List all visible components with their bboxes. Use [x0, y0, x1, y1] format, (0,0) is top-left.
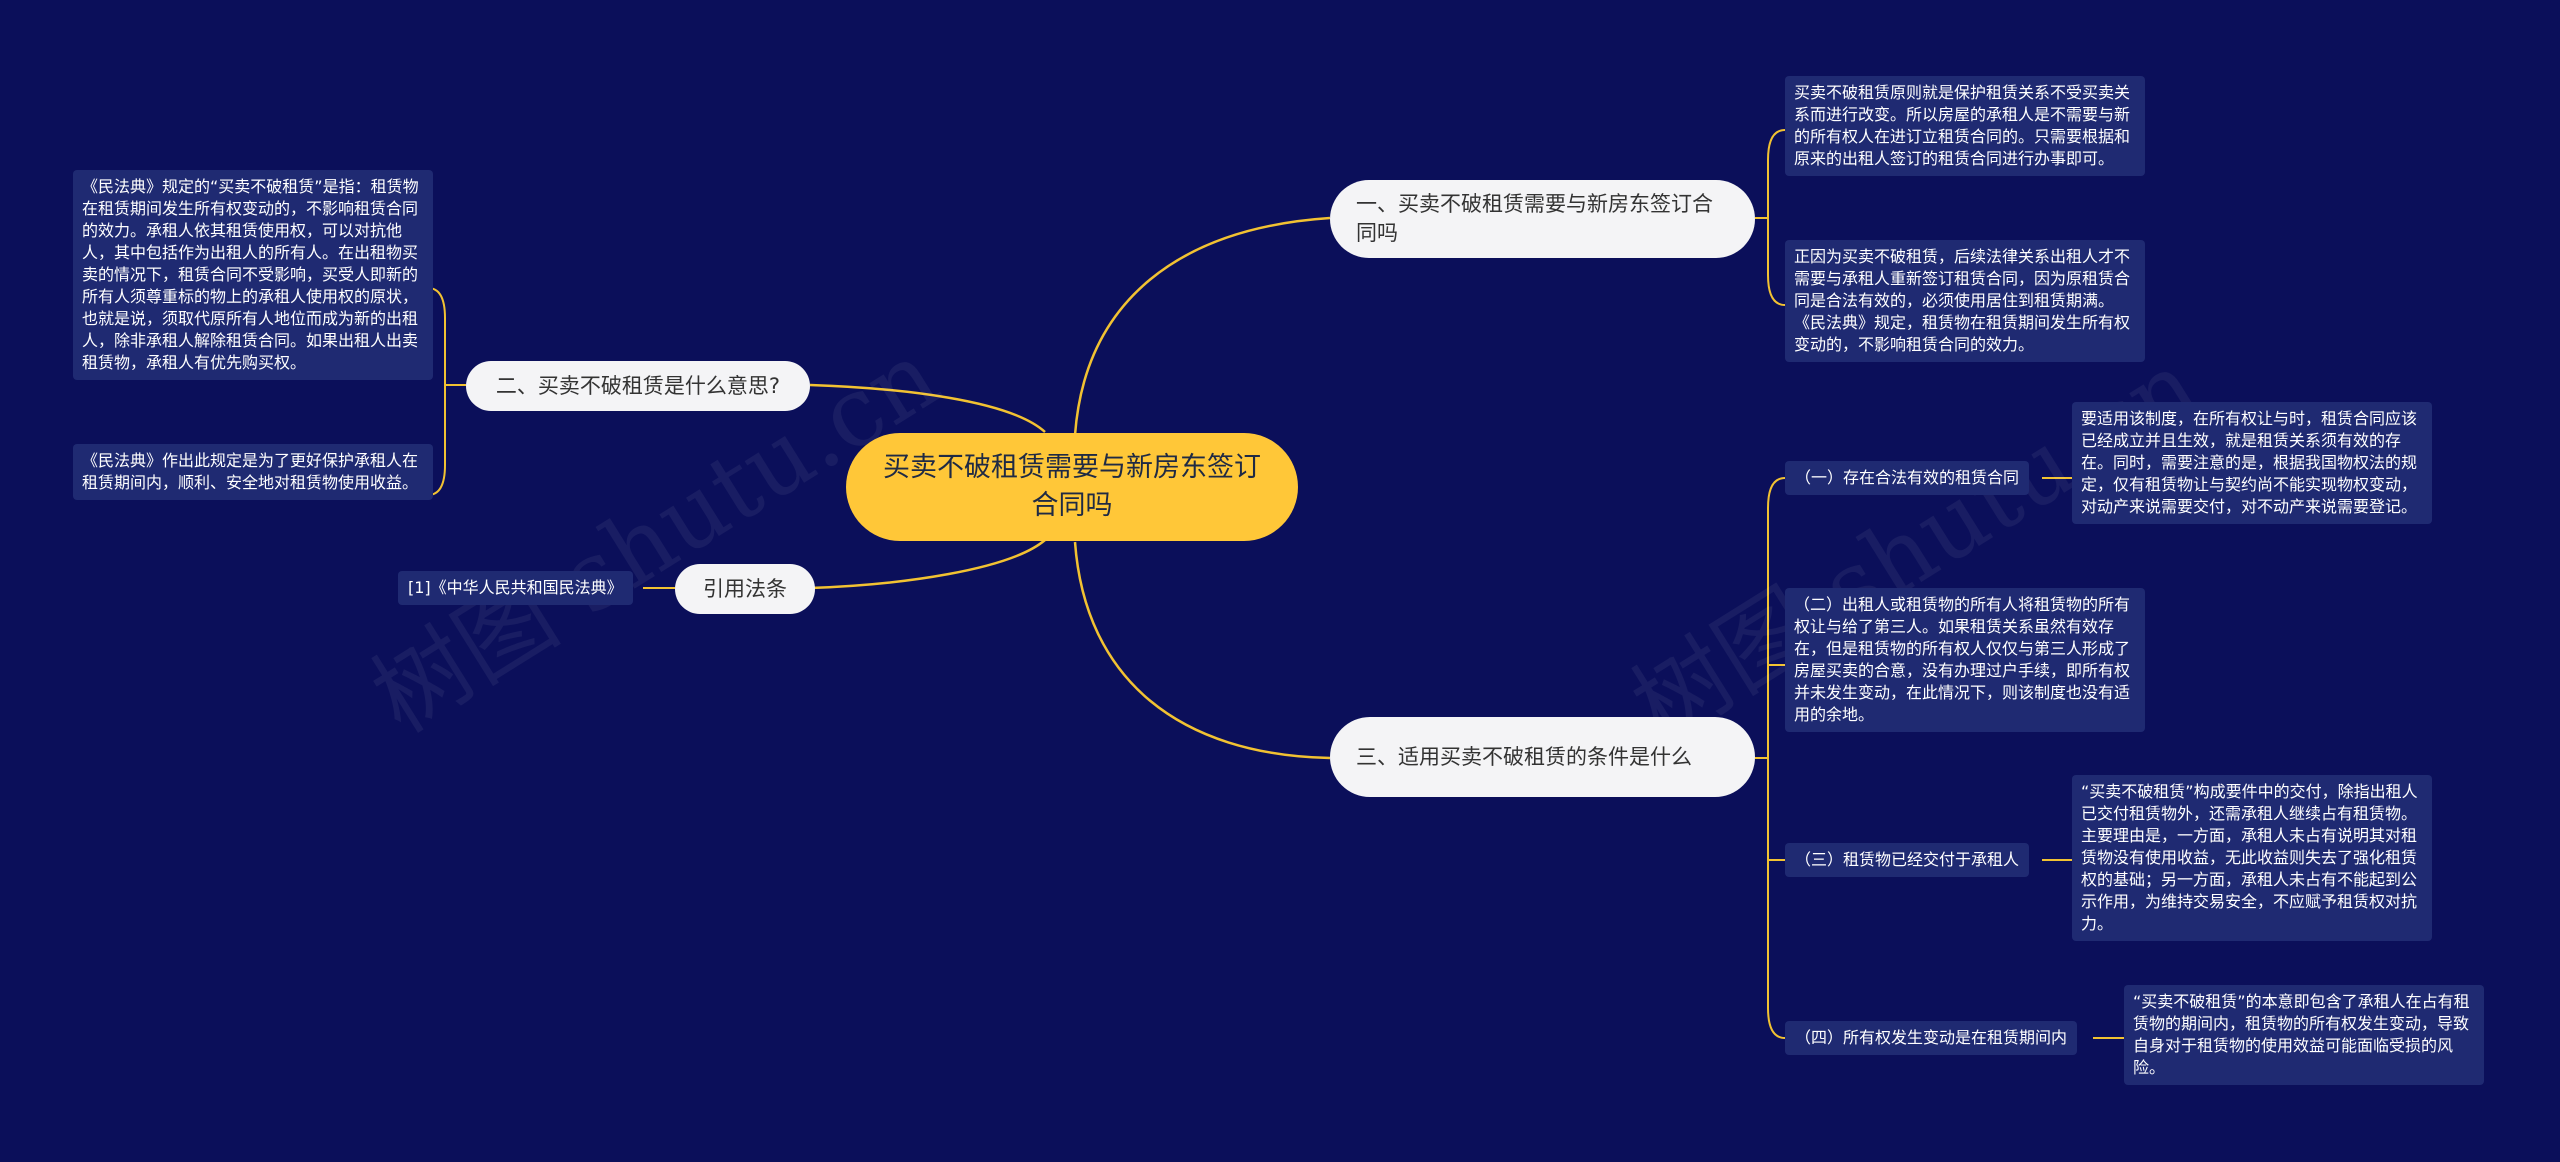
link-root-b4 [1073, 541, 1331, 760]
branch-node-1[interactable]: 一、买卖不破租赁需要与新房东签订合同吗 [1330, 180, 1755, 258]
leaf-b1-2: 正因为买卖不破租赁，后续法律关系出租人才不需要与承租人重新签订租赁合同，因为原租… [1785, 240, 2145, 362]
branch-node-2[interactable]: 二、买卖不破租赁是什么意思? [466, 361, 810, 411]
leaf-b4-1: 要适用该制度，在所有权让与时，租赁合同应该已经成立并且生效，就是租赁关系须有效的… [2072, 402, 2432, 524]
branch-title: 三、适用买卖不破租赁的条件是什么 [1356, 744, 1692, 769]
bracket-b2 [427, 287, 446, 496]
leaf-b4-3: “买卖不破租赁”构成要件中的交付，除指出租人已交付租赁物外，还需承租人继续占有租… [2072, 775, 2432, 941]
root-title: 买卖不破租赁需要与新房东签订合同吗 [883, 452, 1261, 521]
bracket-b1 [1767, 129, 1786, 306]
link-root-b1 [1073, 216, 1331, 436]
leaf-b2-1: 《民法典》规定的“买卖不破租赁”是指：租赁物在租赁期间发生所有权变动的，不影响租… [73, 170, 433, 380]
branch-node-4[interactable]: 三、适用买卖不破租赁的条件是什么 [1330, 717, 1755, 797]
branch-node-3[interactable]: 引用法条 [675, 564, 815, 614]
link-root-b2 [809, 383, 1046, 433]
leaf-b1-1: 买卖不破租赁原则就是保护租赁关系不受买卖关系而进行改变。所以房屋的承租人是不需要… [1785, 76, 2145, 176]
sub-node-b4-2[interactable]: （二）出租人或租赁物的所有人将租赁物的所有权让与给了第三人。如果租赁关系虽然有效… [1785, 588, 2145, 732]
branch-title: 二、买卖不破租赁是什么意思? [495, 373, 781, 398]
branch-title: 引用法条 [703, 576, 787, 601]
leaf-b4-4: “买卖不破租赁”的本意即包含了承租人在占有租赁物的期间内，租赁物的所有权发生变动… [2124, 985, 2484, 1085]
sub-node-b4-4[interactable]: （四）所有权发生变动是在租赁期间内 [1785, 1021, 2078, 1055]
bracket-b4 [1767, 477, 1786, 1039]
branch-title: 一、买卖不破租赁需要与新房东签订合同吗 [1356, 192, 1713, 245]
leaf-b2-2: 《民法典》作出此规定是为了更好保护承租人在租赁期间内，顺利、安全地对租赁物使用收… [73, 444, 433, 500]
sub-node-b4-1[interactable]: （一）存在合法有效的租赁合同 [1785, 461, 2030, 495]
root-node[interactable]: 买卖不破租赁需要与新房东签订合同吗 [846, 433, 1298, 541]
sub-node-b4-3[interactable]: （三）租赁物已经交付于承租人 [1785, 843, 2030, 877]
link-root-b3 [809, 539, 1046, 590]
leaf-b3-1: [1]《中华人民共和国民法典》 [398, 571, 633, 605]
